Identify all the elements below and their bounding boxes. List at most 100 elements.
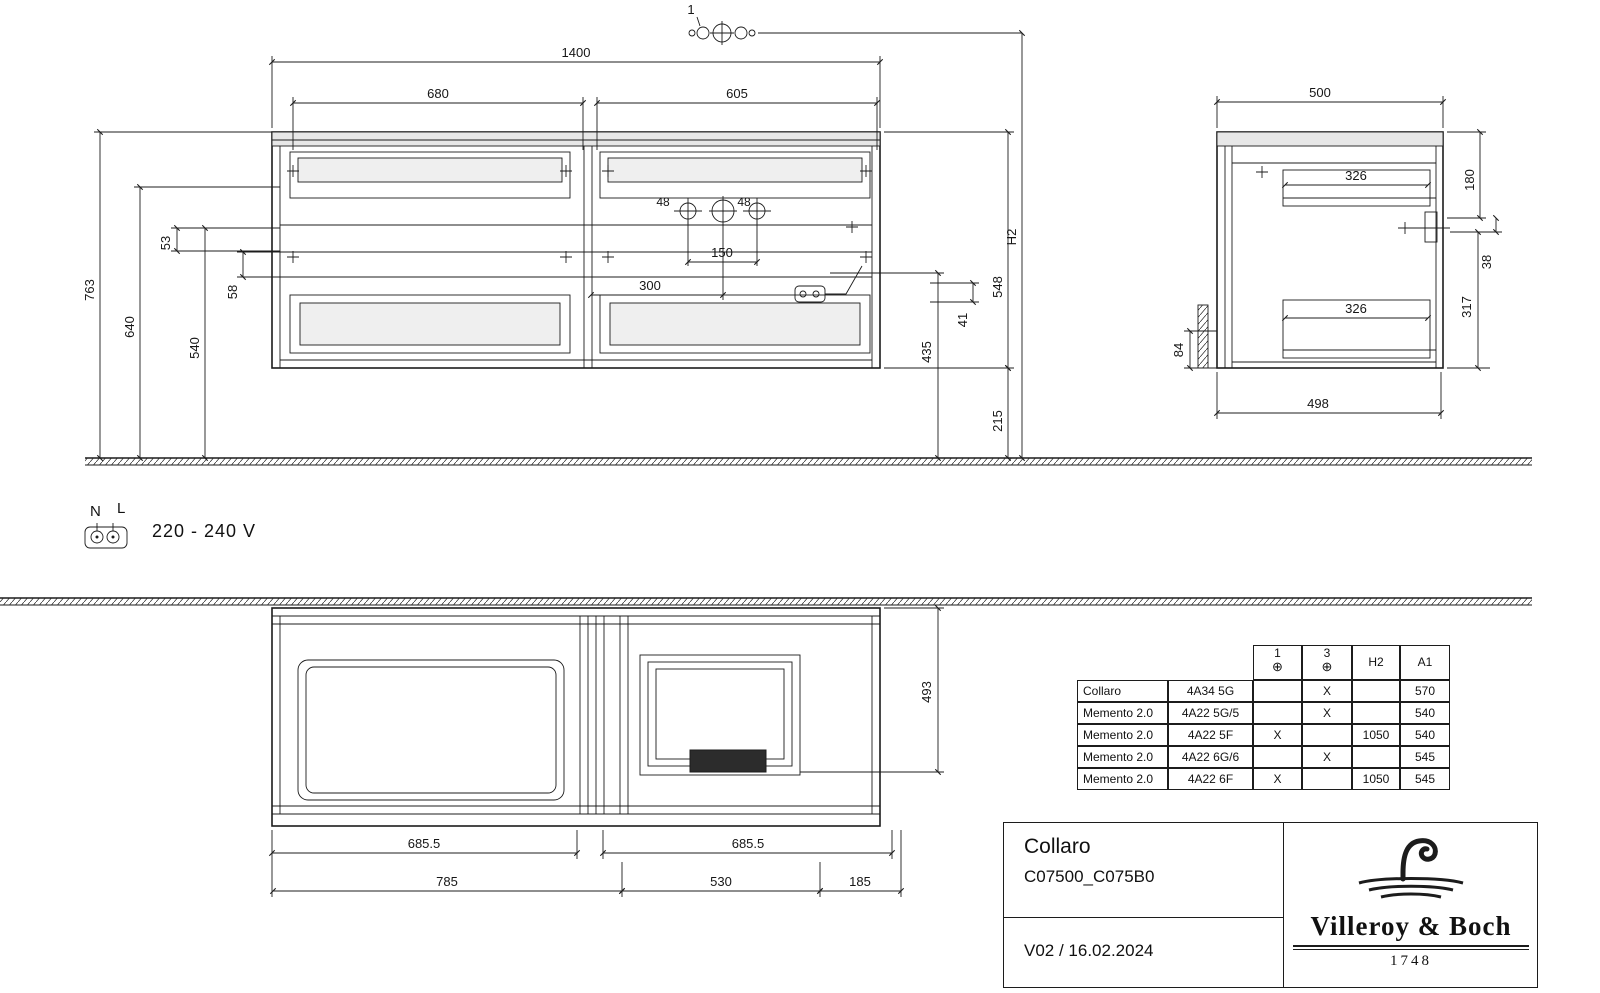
table-cell-article: 4A22 5G/5 [1168, 702, 1253, 724]
table-cell-hole1: X [1253, 724, 1302, 746]
dim-185: 185 [849, 874, 871, 889]
table-cell-article: 4A22 6G/6 [1168, 746, 1253, 768]
taphole-icon: ⊕ [1272, 659, 1283, 674]
dim-1400: 1400 [562, 45, 591, 60]
dim-H2: H2 [1004, 229, 1019, 246]
dim-548: 548 [990, 276, 1005, 298]
callout-1: 1 [687, 2, 694, 17]
title-block-divider [1283, 823, 1284, 987]
table-cell-hole1 [1253, 746, 1302, 768]
dim-500: 500 [1309, 85, 1331, 100]
dim-53: 53 [158, 236, 173, 250]
header-a1: A1 [1400, 645, 1450, 680]
dim-38: 38 [1479, 255, 1494, 269]
dim-685-5-right: 685.5 [732, 836, 765, 851]
table-cell-name: Memento 2.0 [1077, 724, 1168, 746]
dim-640: 640 [122, 316, 137, 338]
table-cell-name: Memento 2.0 [1077, 702, 1168, 724]
dim-540: 540 [187, 337, 202, 359]
voltage-label: 220 - 240 V [152, 521, 257, 541]
dim-530: 530 [710, 874, 732, 889]
plan-view-dimensions: 493 685.5 685.5 785 530 185 [268, 604, 944, 897]
table-cell-h2 [1352, 746, 1400, 768]
dim-84: 84 [1171, 343, 1186, 357]
table-cell-h2 [1352, 680, 1400, 702]
dim-785: 785 [436, 874, 458, 889]
table-cell-hole3: X [1302, 746, 1352, 768]
table-cell-h2: 1050 [1352, 724, 1400, 746]
fountain-icon [1358, 838, 1464, 899]
table-cell-h2 [1352, 702, 1400, 724]
table-cell-hole3: X [1302, 680, 1352, 702]
front-view-cabinet [271, 131, 881, 369]
dim-498: 498 [1307, 396, 1329, 411]
table-cell-hole1 [1253, 702, 1302, 724]
product-name: Collaro [1024, 835, 1091, 858]
drawing-version: V02 / 16.02.2024 [1024, 941, 1154, 960]
brand-name: Villeroy & Boch [1310, 911, 1512, 941]
floor-line [85, 457, 1532, 466]
terminal-n-label: N [90, 503, 101, 520]
dim-685-5-left: 685.5 [408, 836, 441, 851]
drill-crosses [287, 165, 872, 263]
header-one-taphole: 1 ⊕ [1253, 645, 1302, 680]
dim-763: 763 [82, 279, 97, 301]
dim-48-left: 48 [656, 195, 670, 209]
table-cell-a1: 540 [1400, 724, 1450, 746]
wall-line [0, 597, 1532, 606]
table-cell-name: Memento 2.0 [1077, 768, 1168, 790]
dim-215: 215 [990, 410, 1005, 432]
dim-605: 605 [726, 86, 748, 101]
table-cell-name: Memento 2.0 [1077, 746, 1168, 768]
three-tapholes-label: 3 [1323, 646, 1331, 660]
front-view-dimensions: 1 1400 680 605 763 640 [82, 2, 1026, 462]
side-view-cabinet: 326 326 [1197, 131, 1450, 369]
plan-view [271, 607, 881, 827]
header-three-tapholes: 3 ⊕ [1302, 645, 1352, 680]
table-cell-article: 4A22 5F [1168, 724, 1253, 746]
table-cell-hole1 [1253, 680, 1302, 702]
table-cell-a1: 570 [1400, 680, 1450, 702]
table-cell-article: 4A34 5G [1168, 680, 1253, 702]
table-spacer [1077, 645, 1168, 678]
power-socket-symbol [794, 265, 863, 303]
dim-41: 41 [955, 313, 970, 327]
tap-hole-detail-top [688, 21, 756, 45]
table-spacer [1168, 645, 1253, 678]
one-taphole-label: 1 [1274, 646, 1281, 660]
table-cell-hole3 [1302, 724, 1352, 746]
table-cell-hole1: X [1253, 768, 1302, 790]
side-view-dimensions: 500 498 180 38 317 84 [1171, 85, 1502, 419]
table-cell-h2: 1050 [1352, 768, 1400, 790]
dim-326-top: 326 [1345, 168, 1367, 183]
dim-326-bottom: 326 [1345, 301, 1367, 316]
washbasin-compatibility-table: 1 ⊕ 3 ⊕ H2 A1 Collaro 4A34 5G X 570 Meme… [1077, 645, 1450, 790]
header-h2: H2 [1352, 645, 1400, 680]
table-cell-a1: 545 [1400, 746, 1450, 768]
brand-rule [1293, 945, 1529, 947]
product-code: C07500_C075B0 [1024, 867, 1155, 886]
brand-logo: Villeroy & Boch 1748 [1285, 823, 1537, 987]
taphole-icon: ⊕ [1321, 659, 1333, 674]
dim-435: 435 [919, 341, 934, 363]
electrical-connection-symbol [84, 523, 128, 549]
dim-317: 317 [1459, 296, 1474, 318]
brand-rule [1293, 949, 1529, 950]
title-block: Collaro C07500_C075B0 V02 / 16.02.2024 V… [1003, 822, 1538, 988]
dim-180: 180 [1462, 169, 1477, 191]
table-cell-hole3 [1302, 768, 1352, 790]
dim-58: 58 [225, 285, 240, 299]
terminal-l-label: L [117, 500, 126, 517]
table-cell-a1: 545 [1400, 768, 1450, 790]
brand-year: 1748 [1390, 953, 1432, 969]
dim-150: 150 [711, 245, 733, 260]
dim-300: 300 [639, 278, 661, 293]
tap-holes [674, 196, 771, 226]
table-cell-a1: 540 [1400, 702, 1450, 724]
table-cell-name: Collaro [1077, 680, 1168, 702]
table-cell-hole3: X [1302, 702, 1352, 724]
dim-48-right: 48 [737, 195, 751, 209]
dim-680: 680 [427, 86, 449, 101]
